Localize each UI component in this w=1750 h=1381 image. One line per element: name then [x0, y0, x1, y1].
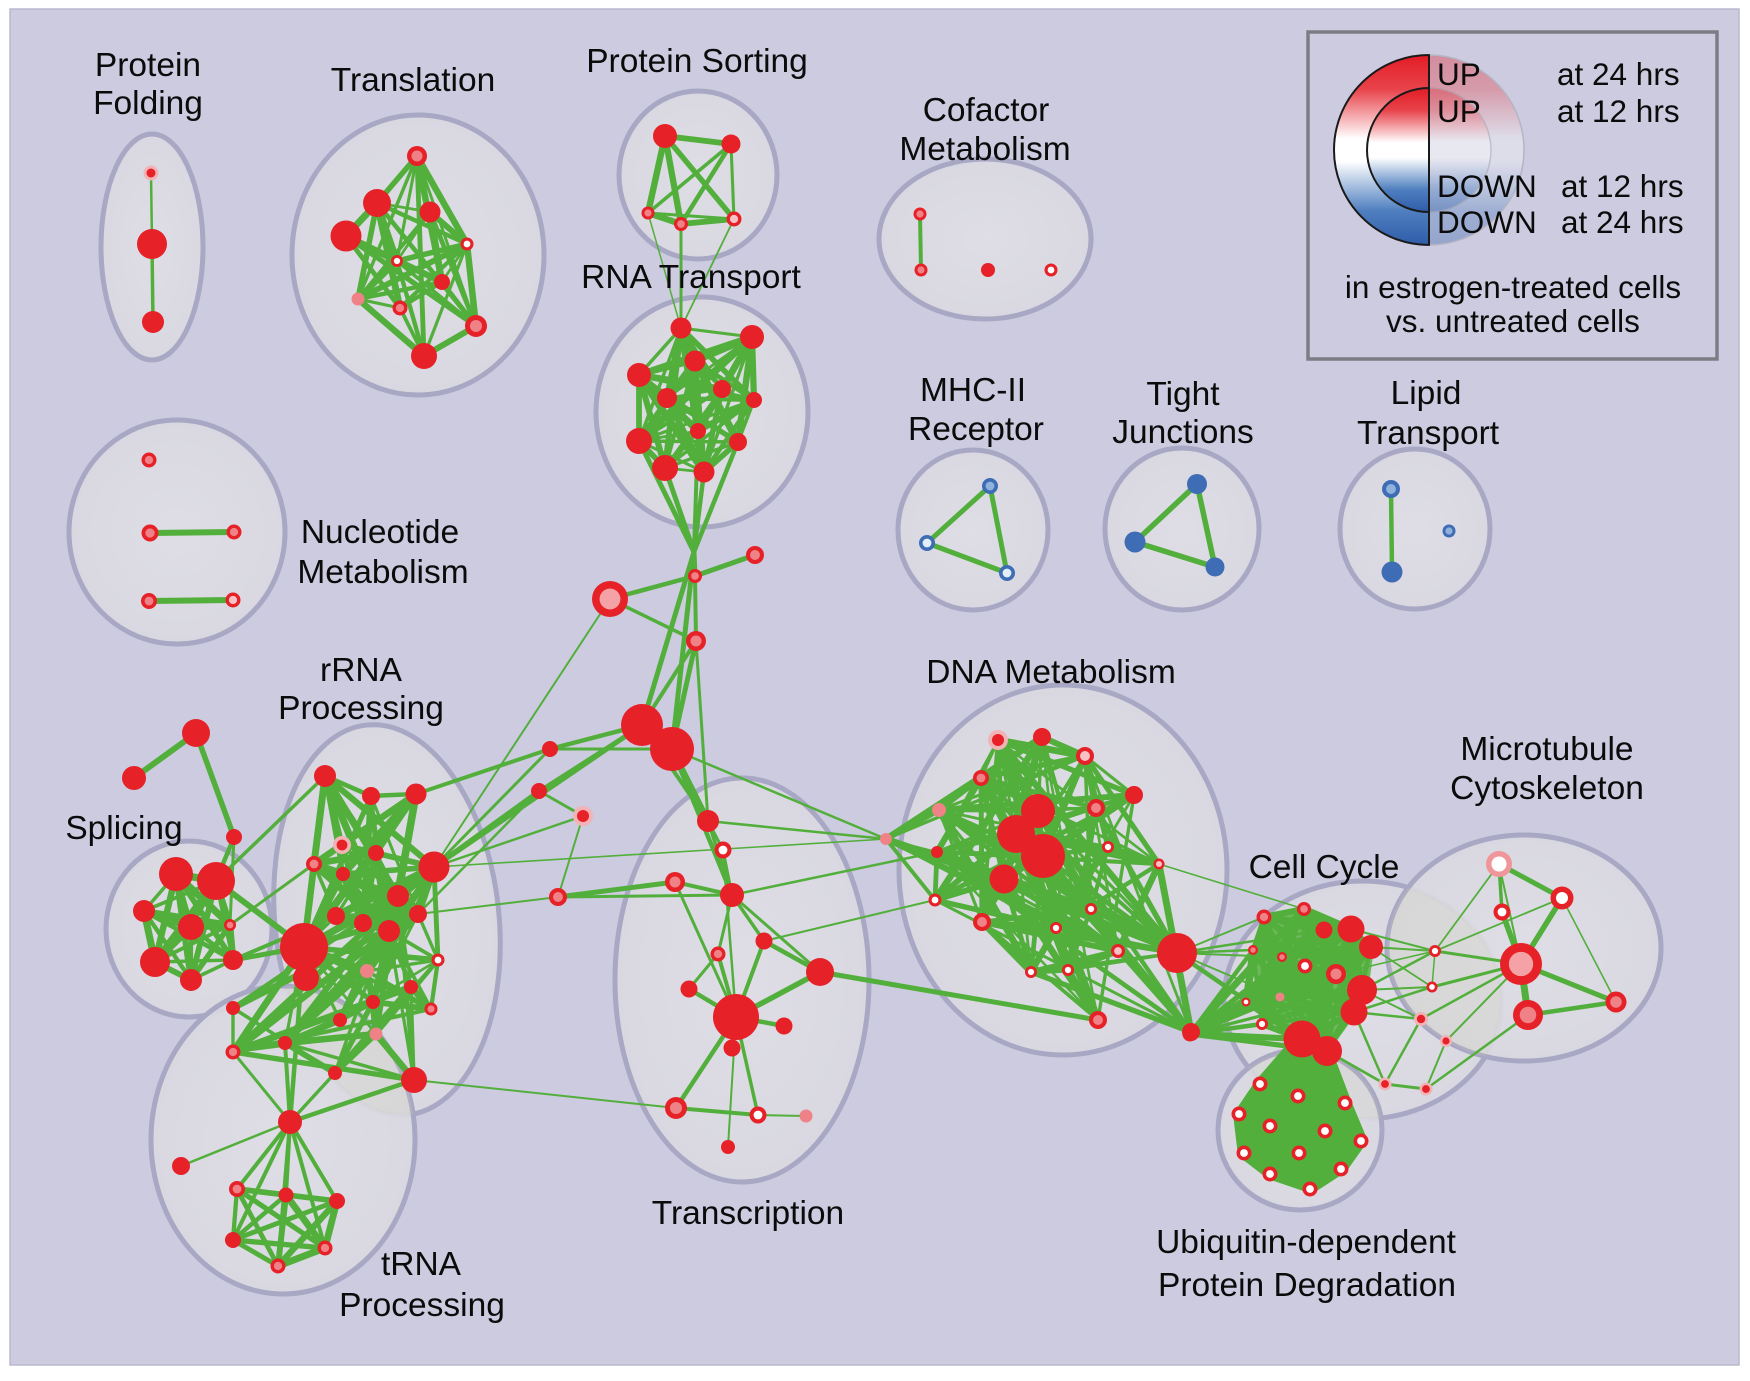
svg-text:Microtubule: Microtubule: [1460, 731, 1633, 768]
svg-text:MHC-II: MHC-II: [920, 372, 1026, 409]
svg-text:in estrogen-treated cells: in estrogen-treated cells: [1345, 269, 1681, 305]
svg-text:Processing: Processing: [278, 690, 444, 727]
svg-text:RNA Transport: RNA Transport: [581, 259, 801, 296]
svg-text:Protein Degradation: Protein Degradation: [1158, 1267, 1456, 1304]
svg-text:UP: UP: [1437, 56, 1481, 92]
svg-text:Cofactor: Cofactor: [923, 92, 1050, 129]
svg-text:DNA Metabolism: DNA Metabolism: [926, 654, 1175, 691]
svg-text:Folding: Folding: [93, 85, 203, 122]
svg-text:at 24 hrs: at 24 hrs: [1561, 204, 1684, 240]
svg-text:UP: UP: [1437, 93, 1481, 129]
svg-text:vs. untreated cells: vs. untreated cells: [1386, 303, 1640, 339]
svg-text:Metabolism: Metabolism: [899, 131, 1070, 168]
svg-text:Metabolism: Metabolism: [297, 554, 468, 591]
svg-text:at 12 hrs: at 12 hrs: [1557, 93, 1680, 129]
svg-text:at 12 hrs: at 12 hrs: [1561, 168, 1684, 204]
svg-text:Ubiquitin-dependent: Ubiquitin-dependent: [1156, 1224, 1457, 1261]
svg-text:Cytoskeleton: Cytoskeleton: [1450, 770, 1644, 807]
svg-text:DOWN: DOWN: [1437, 204, 1537, 240]
svg-text:DOWN: DOWN: [1437, 168, 1537, 204]
svg-text:Translation: Translation: [331, 62, 495, 99]
svg-text:Protein Sorting: Protein Sorting: [586, 43, 808, 80]
svg-text:at 24 hrs: at 24 hrs: [1557, 56, 1680, 92]
svg-text:rRNA: rRNA: [320, 652, 403, 689]
svg-text:Transport: Transport: [1357, 415, 1500, 452]
svg-text:Processing: Processing: [339, 1287, 505, 1324]
svg-text:Lipid: Lipid: [1391, 375, 1462, 412]
svg-text:Protein: Protein: [95, 47, 201, 84]
svg-text:Receptor: Receptor: [908, 411, 1044, 448]
svg-text:Nucleotide: Nucleotide: [301, 514, 459, 551]
svg-text:Splicing: Splicing: [65, 810, 182, 847]
svg-text:Junctions: Junctions: [1112, 414, 1254, 451]
svg-text:tRNA: tRNA: [381, 1246, 462, 1283]
svg-text:Tight: Tight: [1146, 376, 1220, 413]
svg-text:Transcription: Transcription: [652, 1195, 844, 1232]
svg-text:Cell Cycle: Cell Cycle: [1249, 849, 1400, 886]
